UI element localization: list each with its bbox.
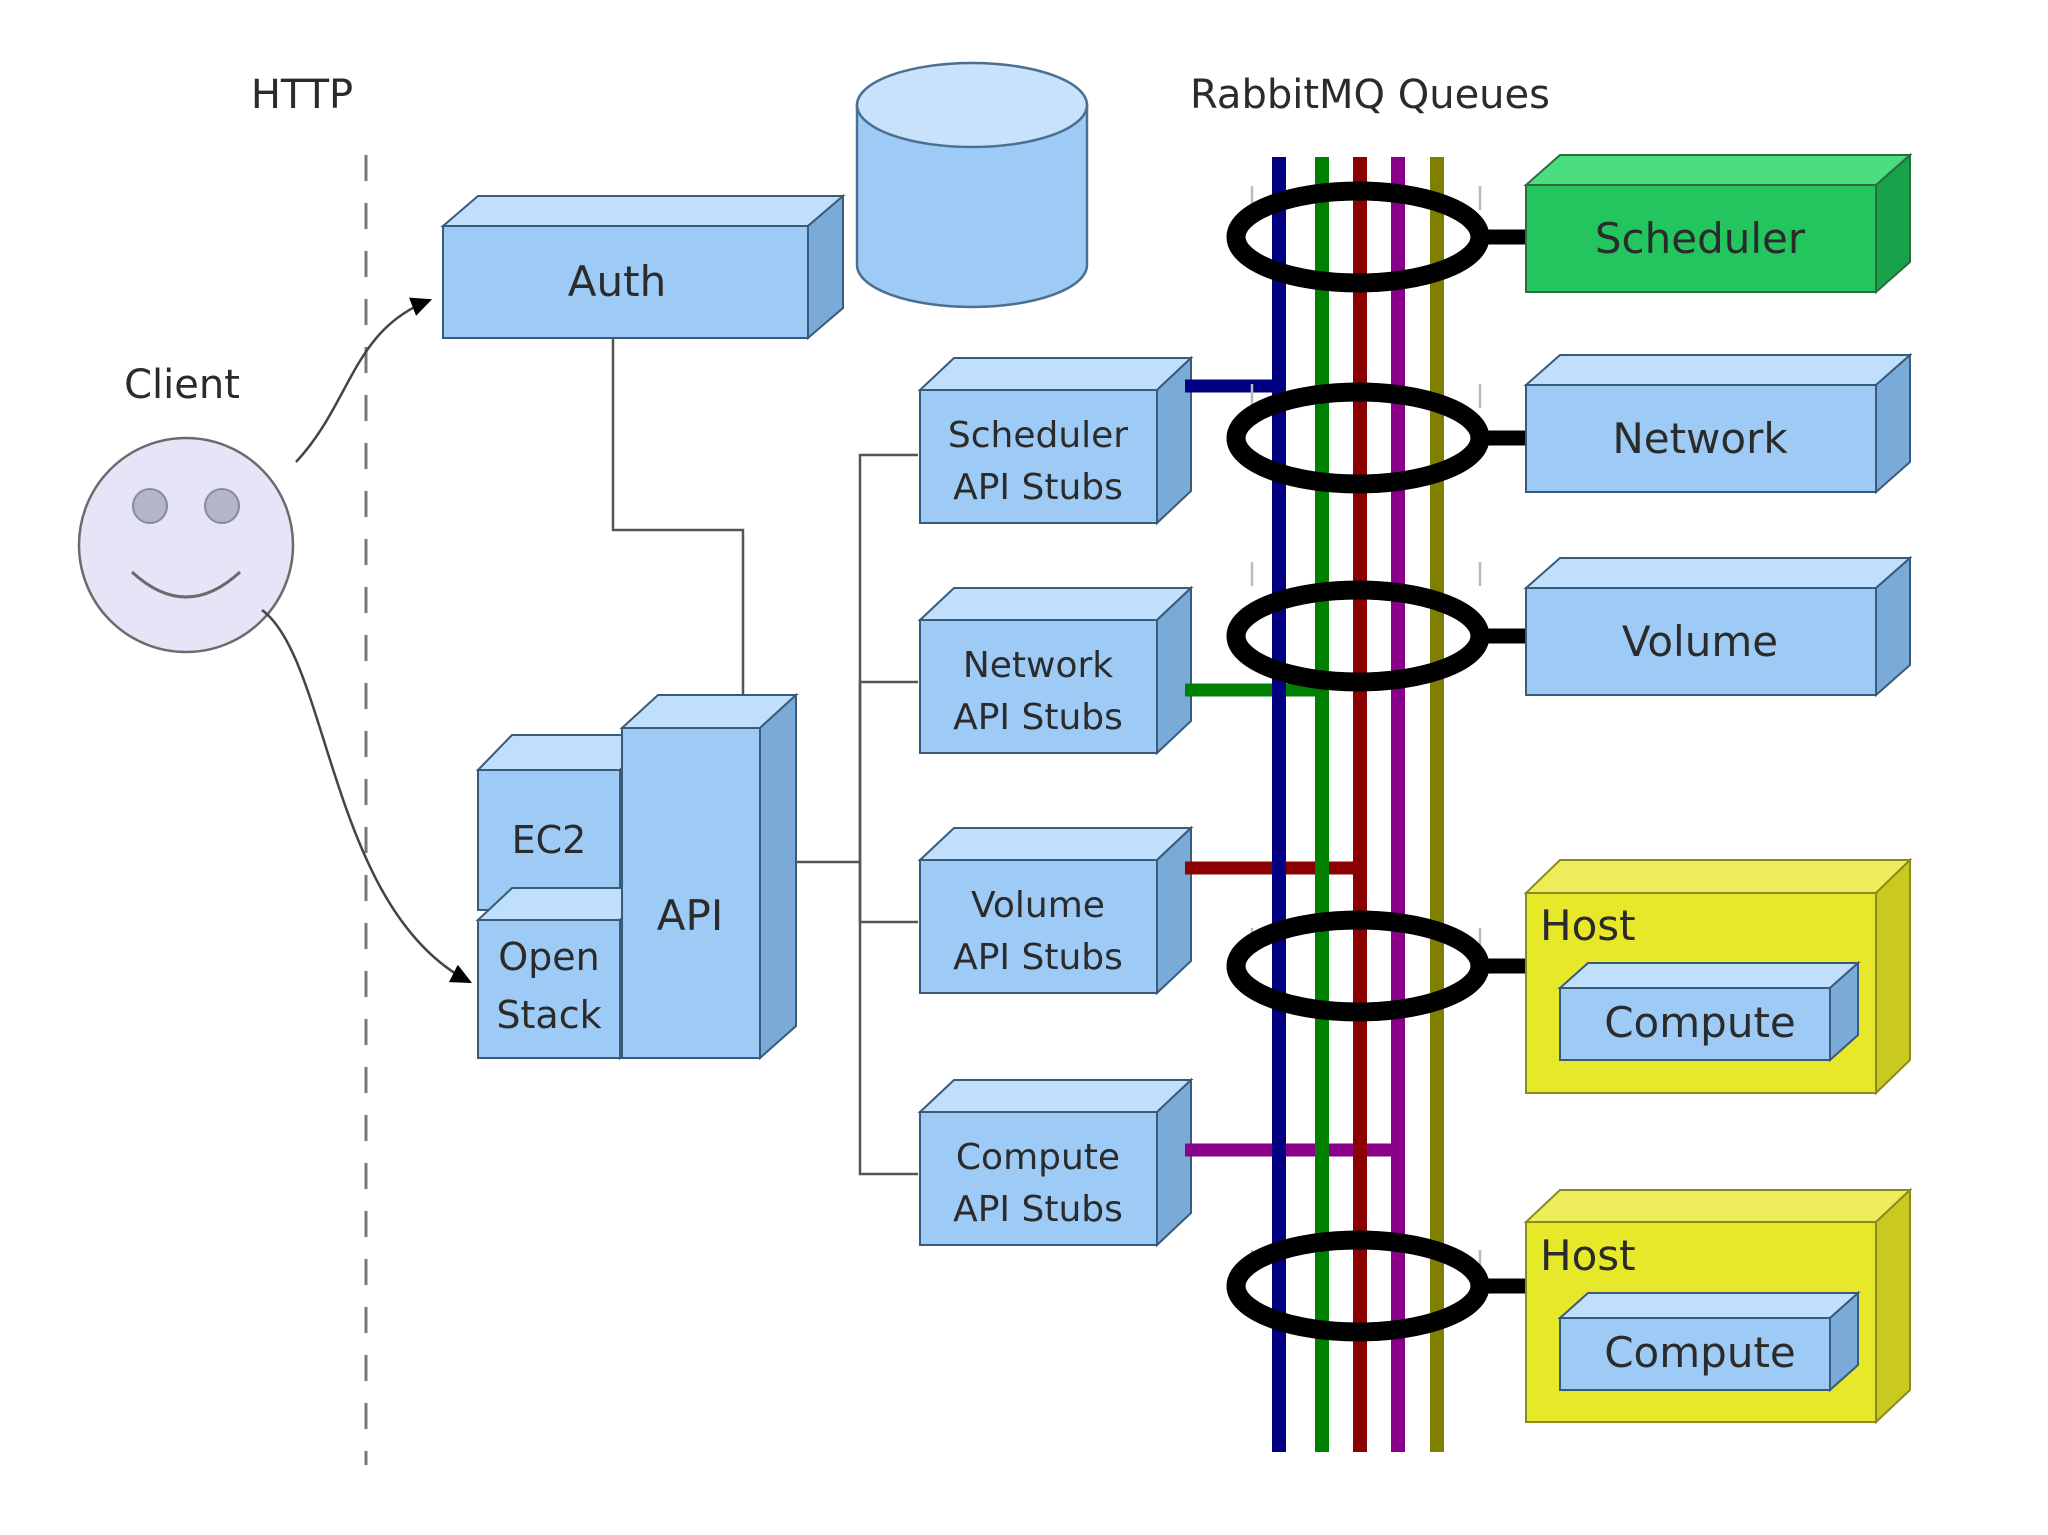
connector-to-scheduler-stubs <box>796 453 918 864</box>
network-stubs-label-1: Network <box>963 645 1113 686</box>
connector-to-compute-stubs <box>858 862 918 1176</box>
volume-stubs-side <box>1156 825 1192 996</box>
compute-stubs-label-1: Compute <box>956 1137 1120 1178</box>
scheduler-worker[interactable]: Scheduler <box>1523 152 1913 295</box>
compute-stubs-top <box>917 1079 1194 1113</box>
host-2-label: Host <box>1540 1231 1636 1280</box>
scheduler-worker-label: Scheduler <box>1595 214 1806 263</box>
scheduler-stubs-side <box>1156 355 1192 526</box>
cylinder-top <box>855 61 1089 149</box>
compute-stubs-label-2: API Stubs <box>953 1189 1123 1230</box>
connector-to-network-stubs <box>858 680 918 862</box>
host-2-compute-label: Compute <box>1604 1328 1796 1377</box>
scheduler-worker-top <box>1523 154 1913 186</box>
network-stubs-label-2: API Stubs <box>953 697 1123 738</box>
network-stubs-top <box>917 587 1194 621</box>
network-worker-side <box>1875 352 1911 495</box>
auth-node[interactable]: Auth <box>440 193 846 341</box>
connector-to-volume-stubs <box>858 862 918 924</box>
network-api-stubs[interactable]: Network API Stubs <box>917 585 1194 756</box>
auth-to-api-connector <box>611 338 745 700</box>
host-2-side <box>1875 1187 1911 1425</box>
host-2-compute-side <box>1829 1290 1859 1393</box>
rabbitmq-label: RabbitMQ Queues <box>1190 72 1550 118</box>
host-1-compute-label: Compute <box>1604 998 1796 1047</box>
host-2-compute-top <box>1557 1292 1861 1319</box>
host-1[interactable]: Host Compute <box>1523 857 1913 1096</box>
api-side-face <box>759 692 797 1061</box>
volume-worker[interactable]: Volume <box>1523 555 1913 698</box>
client-to-openstack-arrow <box>261 608 472 984</box>
volume-worker-label: Volume <box>1622 617 1778 666</box>
volume-stubs-label-1: Volume <box>971 885 1105 926</box>
network-worker-top <box>1523 354 1913 386</box>
scheduler-stubs-label-1: Scheduler <box>948 415 1128 456</box>
auth-side-face <box>807 193 844 341</box>
host-1-label: Host <box>1540 901 1636 950</box>
scheduler-api-stubs[interactable]: Scheduler API Stubs <box>917 355 1194 526</box>
database-cylinder[interactable] <box>855 61 1089 309</box>
openstack-api-stack[interactable]: EC2 Open Stack API <box>475 692 799 1061</box>
host-2-top <box>1523 1189 1913 1223</box>
cylinder-body <box>855 103 1089 309</box>
scheduler-stubs-label-2: API Stubs <box>953 467 1123 508</box>
compute-api-stubs[interactable]: Compute API Stubs <box>917 1077 1194 1248</box>
client-eye-left <box>132 488 168 524</box>
volume-worker-side <box>1875 555 1911 698</box>
openstack-label-line1: Open <box>498 935 600 979</box>
compute-stubs-side <box>1156 1077 1192 1248</box>
volume-worker-top <box>1523 557 1913 589</box>
client-node[interactable] <box>77 436 295 654</box>
volume-api-stubs[interactable]: Volume API Stubs <box>917 825 1194 996</box>
client-smile <box>130 570 242 599</box>
client-to-auth-arrow <box>295 297 433 463</box>
auth-top-face <box>440 195 846 227</box>
scheduler-worker-side <box>1875 152 1911 295</box>
client-label: Client <box>124 362 240 408</box>
host-1-side <box>1875 857 1911 1096</box>
http-label: HTTP <box>251 72 353 118</box>
scheduler-stubs-top <box>917 357 1194 391</box>
host-1-compute-top <box>1557 962 1861 989</box>
volume-stubs-label-2: API Stubs <box>953 937 1123 978</box>
auth-label: Auth <box>568 257 666 306</box>
openstack-label-line2: Stack <box>496 993 601 1037</box>
volume-stubs-top <box>917 827 1194 861</box>
host-1-top <box>1523 859 1913 894</box>
exchange-to-worker-stubs <box>1480 229 1528 1294</box>
host-1-compute-side <box>1829 960 1859 1063</box>
network-worker[interactable]: Network <box>1523 352 1913 495</box>
api-label: API <box>657 891 723 940</box>
host-2[interactable]: Host Compute <box>1523 1187 1913 1425</box>
client-face <box>77 436 295 654</box>
api-to-stubs-connectors <box>796 453 918 1176</box>
client-eye-right <box>204 488 240 524</box>
network-worker-label: Network <box>1612 414 1788 463</box>
ec2-label: EC2 <box>512 818 587 862</box>
network-stubs-side <box>1156 585 1192 756</box>
